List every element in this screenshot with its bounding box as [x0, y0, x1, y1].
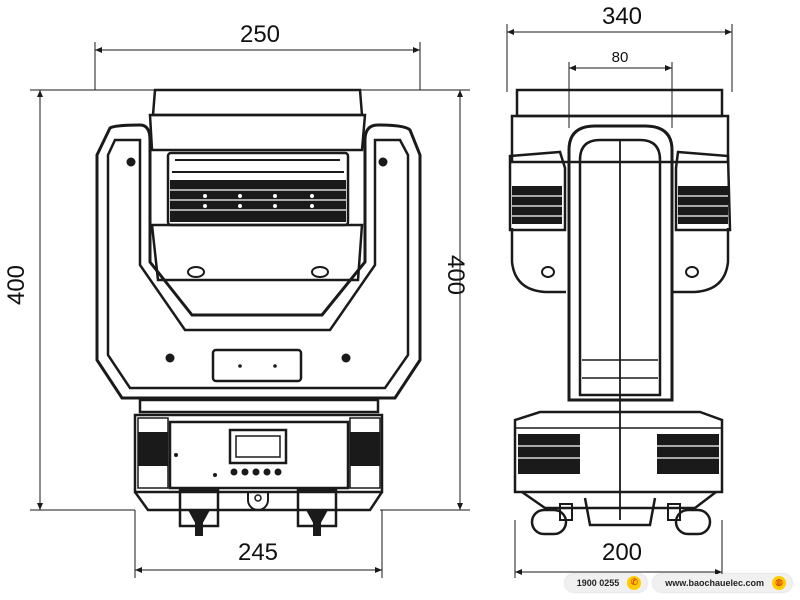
- front-height-right-label: 400: [442, 255, 469, 295]
- side-width-label: 340: [602, 3, 642, 30]
- front-height-left-dimension: 400: [3, 89, 160, 511]
- front-base: [133, 398, 384, 512]
- front-base-label: 245: [238, 539, 278, 566]
- globe-icon: ◍: [772, 576, 786, 590]
- side-width-dimension: 340: [506, 3, 733, 92]
- footer-contact: 1900 0255 ✆ www.baochauelec.com ◍: [564, 574, 792, 592]
- side-base: [513, 410, 724, 536]
- front-control-buttons: [230, 468, 282, 476]
- front-height-left-label: 400: [3, 265, 30, 305]
- website-text: www.baochauelec.com: [665, 578, 764, 588]
- front-width-dimension: 250: [94, 21, 421, 90]
- front-width-label: 250: [240, 21, 280, 48]
- side-yoke-arm: [567, 124, 674, 520]
- front-yoke-panel: [211, 348, 303, 383]
- side-base-label: 200: [602, 539, 642, 566]
- side-handle-right: [674, 150, 732, 232]
- side-clamp-left: [530, 503, 573, 536]
- front-view: 250 400 400 245: [3, 21, 470, 578]
- website-badge[interactable]: www.baochauelec.com ◍: [653, 574, 792, 592]
- front-height-right-dimension: 400: [360, 89, 470, 511]
- front-yoke: [95, 123, 422, 400]
- side-view: 340 80 200: [506, 3, 733, 578]
- front-led-array: [166, 151, 350, 227]
- front-head-cap: [151, 88, 364, 117]
- front-clamp-left: [178, 488, 220, 536]
- front-display-screen: [228, 428, 288, 465]
- side-base-dimension: 200: [514, 520, 723, 578]
- side-arm-label: 80: [612, 49, 629, 66]
- phone-icon: ✆: [627, 576, 642, 590]
- hotline-text: 1900 0255: [576, 578, 620, 588]
- side-handle-left: [508, 150, 567, 232]
- side-clamp-right: [667, 503, 712, 536]
- front-clamp-right: [296, 488, 338, 536]
- front-base-dimension: 245: [134, 510, 383, 578]
- hotline-badge[interactable]: 1900 0255 ✆: [564, 574, 648, 592]
